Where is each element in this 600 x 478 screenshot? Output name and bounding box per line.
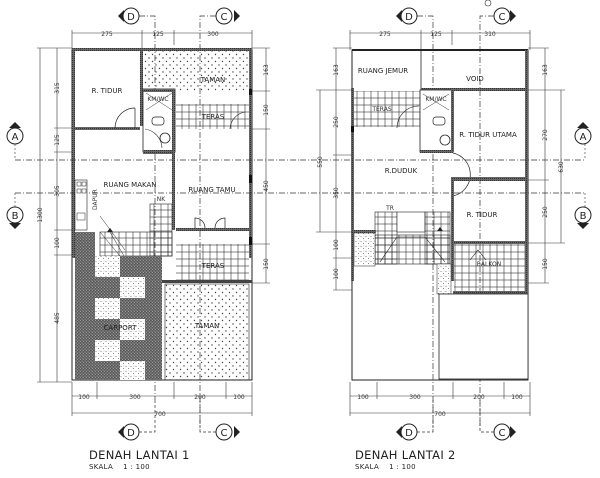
axis-bubble-c-bottom-2: C (479, 400, 516, 441)
dimension-top-2 (349, 30, 531, 50)
room-label-ruang-makan: RUANG MAKAN (104, 181, 157, 189)
room-label-taman-top: TAMAN (200, 76, 226, 84)
svg-text:C: C (499, 428, 506, 439)
svg-text:100: 100 (357, 394, 369, 401)
plan-title-lantai-2: DENAH LANTAI 2 SKALA 1 : 100 (355, 448, 456, 471)
svg-text:305: 305 (54, 185, 61, 197)
svg-text:450: 450 (263, 180, 270, 192)
title-text: DENAH LANTAI 1 (89, 448, 190, 462)
svg-text:250: 250 (333, 116, 340, 128)
svg-text:630: 630 (558, 161, 565, 173)
svg-text:125: 125 (54, 134, 61, 146)
axis-bubble-c-bottom: C (199, 400, 240, 441)
svg-text:163: 163 (333, 64, 340, 76)
svg-text:100: 100 (511, 394, 523, 401)
svg-text:150: 150 (542, 258, 549, 270)
svg-text:300: 300 (207, 31, 219, 38)
svg-text:A: A (12, 132, 19, 143)
dimension-right-2 (528, 47, 565, 284)
svg-text:150: 150 (263, 258, 270, 270)
svg-text:D: D (127, 428, 135, 439)
svg-text:550: 550 (317, 156, 324, 168)
svg-text:200: 200 (194, 394, 206, 401)
svg-text:100: 100 (233, 394, 245, 401)
svg-text:310: 310 (484, 31, 496, 38)
svg-text:200: 200 (473, 394, 485, 401)
room-label-ruang-jemur: RUANG JEMUR (358, 67, 408, 75)
svg-text:275: 275 (101, 31, 113, 38)
axis-bubble-b-left: B (6, 192, 300, 229)
svg-text:100: 100 (54, 237, 61, 249)
svg-text:A: A (580, 132, 587, 143)
room-label-r-tidur: R. TIDUR (92, 87, 123, 95)
carport-tiles (95, 256, 145, 380)
svg-text:D: D (405, 428, 413, 439)
dimension-right (252, 47, 270, 284)
room-label-km-wc: KM/WC (147, 96, 168, 103)
svg-text:C: C (221, 12, 228, 23)
svg-text:B: B (12, 211, 19, 222)
room-label-ruang-tamu: RUANG TAMU (188, 186, 235, 194)
axis-bubble-a-right: A (574, 122, 592, 160)
room-label-teras-bottom: TERAS (201, 262, 225, 270)
room-label-balkon: BALKON (477, 261, 501, 268)
svg-text:B: B (580, 211, 587, 222)
svg-text:700: 700 (434, 411, 446, 418)
room-label-r-duduk: R.DUDUK (385, 167, 418, 175)
svg-text:300: 300 (409, 394, 421, 401)
axis-bubble-d-bottom-2: D (396, 400, 434, 441)
dimension-bottom-2 (349, 382, 531, 416)
svg-text:100: 100 (333, 239, 340, 251)
axis-bubble-b-right: B (574, 193, 592, 229)
svg-text:1300: 1300 (37, 207, 44, 222)
room-label-nk: NK (157, 196, 166, 203)
room-label-taman-bottom: TAMAN (194, 322, 220, 330)
svg-text:163: 163 (542, 64, 549, 76)
room-label-teras-top: TERAS (201, 113, 225, 121)
plan-lantai-1: D C 275 125 300 R. TIDUR TAMAN (6, 7, 300, 441)
dimension-top (71, 30, 253, 50)
svg-text:250: 250 (542, 206, 549, 218)
svg-text:100: 100 (78, 394, 90, 401)
scale-line: SKALA 1 : 100 (355, 463, 416, 471)
axis-bubble-d-top-2: D (396, 7, 434, 430)
svg-text:350: 350 (333, 187, 340, 199)
svg-text:300: 300 (129, 394, 141, 401)
plan-title-lantai-1: DENAH LANTAI 1 SKALA 1 : 100 (89, 448, 190, 471)
svg-text:C: C (499, 12, 506, 23)
svg-text:275: 275 (379, 31, 391, 38)
svg-text:150: 150 (263, 104, 270, 116)
svg-text:D: D (127, 12, 135, 23)
dimension-left (37, 47, 72, 383)
room-label-tr: TR (385, 205, 394, 212)
dimension-bottom (71, 382, 253, 416)
dimension-left-2 (316, 47, 352, 291)
svg-text:163: 163 (263, 64, 270, 76)
room-label-teras-2: TERAS (371, 106, 391, 113)
plan-lantai-2: D C 275 125 310 RUANG JEMUR VOID TERAS (300, 0, 592, 441)
svg-text:C: C (221, 428, 228, 439)
svg-text:100: 100 (333, 268, 340, 280)
svg-text:125: 125 (430, 31, 442, 38)
axis-bubble-a-left: A (6, 122, 300, 161)
svg-text:315: 315 (54, 82, 61, 94)
axis-bubble-d-bottom: D (118, 400, 156, 441)
scale-line: SKALA 1 : 100 (89, 463, 150, 471)
room-label-void: VOID (466, 75, 484, 83)
svg-text:270: 270 (542, 129, 549, 141)
room-label-carport: CARPORT (104, 324, 138, 332)
title-text: DENAH LANTAI 2 (355, 448, 456, 462)
svg-text:485: 485 (54, 312, 61, 324)
svg-text:700: 700 (154, 411, 166, 418)
room-label-r-tidur-utama: R. TIDUR UTAMA (459, 131, 517, 139)
room-label-r-tidur-2: R. TIDUR (467, 211, 498, 219)
room-label-km-wc-2: KM/WC (425, 96, 446, 103)
svg-text:125: 125 (152, 31, 164, 38)
svg-text:D: D (405, 12, 413, 23)
room-label-dapur: DAPUR (92, 189, 99, 210)
